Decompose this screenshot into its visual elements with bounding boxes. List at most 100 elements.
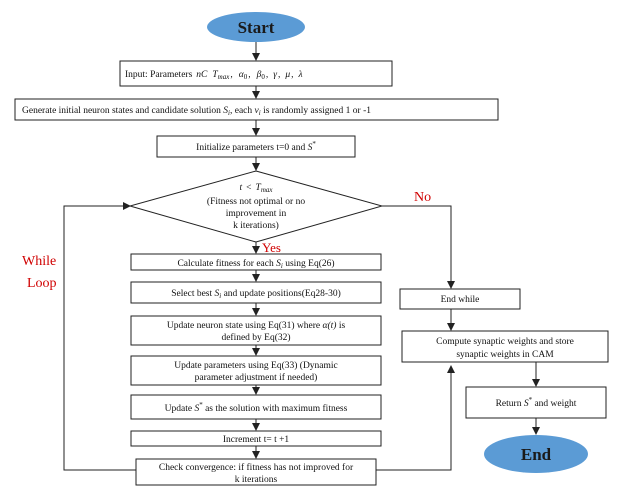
start-terminal: Start: [207, 12, 305, 42]
update-s-box: [130, 394, 382, 420]
update-s-suffix: as the solution with maximum fitness: [203, 403, 348, 414]
decision-max-sub: max: [261, 186, 274, 194]
input-label: Input: Parameters: [125, 70, 193, 80]
return-text: Return S* and weight: [496, 396, 577, 409]
check-step: Check convergence: if fitness has not im…: [135, 458, 377, 486]
decision-step: t< Tmax (Fitness not optimal or no improv…: [128, 170, 384, 243]
param-beta: β: [256, 70, 262, 80]
generate-mid: , each: [230, 106, 255, 116]
update-params-step: Update parameters using Eq(33) (Dynamic …: [130, 355, 382, 386]
check-box: [135, 458, 377, 486]
initialize-s: S: [308, 143, 313, 153]
initialize-box: [156, 135, 356, 158]
initialize-star: *: [312, 140, 316, 148]
increment-box: [130, 430, 382, 447]
update-neuron-line1: Update neuron state using Eq(31) where α…: [167, 320, 346, 331]
decision-line4: k iterations): [233, 220, 279, 231]
decision-T: T: [256, 183, 262, 193]
select-s: S: [215, 289, 220, 299]
calc-text: Calculate fitness for each Si using Eq(2…: [177, 258, 334, 270]
arrow-check-to-compute: [376, 365, 455, 471]
check-line1: Check convergence: if fitness has not im…: [159, 462, 354, 473]
update-s-prefix: Update: [165, 404, 195, 414]
param-t: T: [212, 70, 218, 80]
generate-suffix: is randomly assigned 1 or -1: [261, 106, 372, 116]
end-while-box: [399, 288, 521, 310]
param-alpha: α: [239, 70, 245, 80]
select-prefix: Select best: [171, 289, 214, 299]
calc-s-sub: i: [281, 262, 283, 270]
generate-v: v: [255, 106, 260, 116]
update-neuron-step: Update neuron state using Eq(31) where α…: [130, 315, 382, 346]
end-while-text: End while: [441, 295, 480, 305]
param-t-max-sub: max: [218, 73, 231, 81]
decision-line3: improvement in: [226, 209, 287, 219]
return-prefix: Return: [496, 399, 524, 409]
compute-line1: Compute synaptic weights and store: [436, 337, 574, 347]
generate-text: Generate initial neuron states and candi…: [22, 106, 371, 117]
connectors: [63, 42, 540, 471]
select-s-sub: i: [219, 292, 221, 300]
decision-condition: t< Tmax: [240, 183, 274, 194]
end-oval: [484, 435, 588, 473]
while-label: While: [22, 254, 56, 269]
compute-line2: synaptic weights in CAM: [456, 350, 554, 360]
initialize-prefix: Initialize parameters t=0 and: [196, 143, 307, 153]
decision-lt: <: [246, 183, 251, 193]
calc-prefix: Calculate fitness for each: [177, 258, 276, 269]
param-lambda: λ: [297, 70, 302, 80]
update-neuron-line2: defined by Eq(32): [221, 332, 290, 343]
increment-text: Increment t= t +1: [223, 435, 290, 445]
yes-label: Yes: [262, 240, 281, 255]
calc-s: S: [276, 259, 281, 269]
generate-s-sub: i: [228, 109, 230, 117]
return-suffix: and weight: [532, 399, 577, 409]
param-nc: nC: [196, 70, 208, 80]
decision-diamond: [128, 170, 384, 243]
update-neuron-box: [130, 315, 382, 346]
return-star: *: [529, 396, 533, 404]
decision-t: t: [240, 183, 243, 193]
return-box: [465, 386, 607, 419]
param-beta-sub: 0: [261, 73, 265, 81]
update-s-star: *: [199, 401, 203, 409]
calc-step: Calculate fitness for each Si using Eq(2…: [130, 253, 382, 271]
loop-label: Loop: [27, 276, 57, 291]
select-step: Select best Si and update positions(Eq28…: [130, 281, 382, 304]
start-label: Start: [238, 18, 275, 37]
update-neuron-line1b: is: [336, 321, 345, 331]
input-box: [119, 60, 393, 87]
update-params-line1: Update parameters using Eq(33) (Dynamic: [174, 360, 338, 371]
end-while-step: End while: [399, 288, 521, 310]
update-s-step: Update S* as the solution with maximum f…: [130, 394, 382, 420]
end-label: End: [521, 445, 552, 464]
param-gamma: γ: [273, 70, 277, 80]
generate-prefix: Generate initial neuron states and candi…: [22, 106, 223, 116]
update-s-s: S: [194, 404, 199, 414]
compute-step: Compute synaptic weights and store synap…: [401, 330, 609, 363]
update-neuron-alpha: α(t): [322, 320, 336, 331]
generate-s: S: [223, 106, 228, 116]
update-params-box: [130, 355, 382, 386]
update-neuron-line1a: Update neuron state using Eq(31) where: [167, 320, 323, 331]
return-s: S: [524, 399, 529, 409]
generate-v-sub: i: [259, 109, 261, 117]
increment-step: Increment t= t +1: [130, 430, 382, 447]
select-box: [130, 281, 382, 304]
initialize-text: Initialize parameters t=0 and S*: [196, 140, 316, 153]
start-oval: [207, 12, 305, 42]
generate-step: Generate initial neuron states and candi…: [14, 98, 499, 121]
return-step: Return S* and weight: [465, 386, 607, 419]
param-alpha-sub: 0: [244, 73, 248, 81]
param-mu: μ: [284, 70, 290, 80]
decision-line2: (Fitness not optimal or no: [207, 196, 305, 207]
select-text: Select best Si and update positions(Eq28…: [171, 288, 341, 300]
end-terminal: End: [484, 435, 588, 473]
check-line2: k iterations: [235, 475, 278, 485]
update-s-text: Update S* as the solution with maximum f…: [165, 401, 348, 414]
calc-box: [130, 253, 382, 271]
calc-suffix: using Eq(26): [283, 258, 335, 269]
